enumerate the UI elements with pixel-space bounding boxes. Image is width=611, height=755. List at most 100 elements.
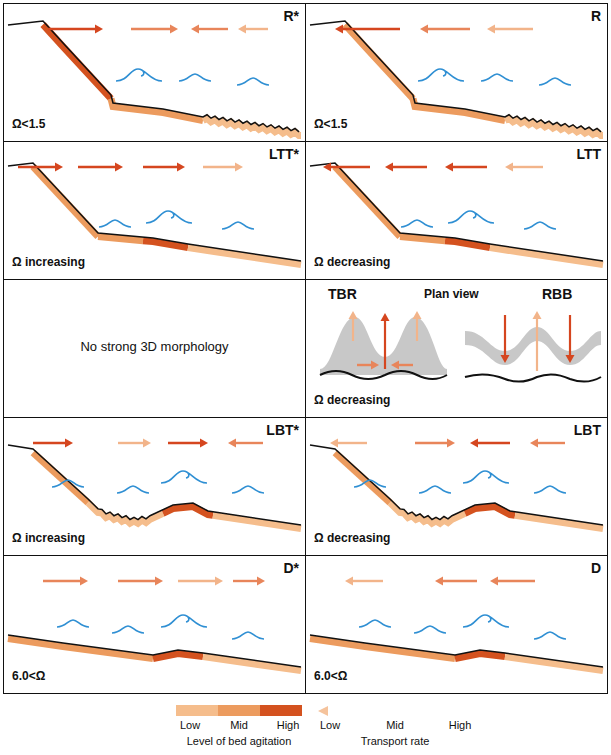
wave-symbol <box>57 620 89 627</box>
flow-arrow-shaft <box>384 319 386 369</box>
panel-drawing <box>8 21 301 135</box>
flow-arrow-head <box>533 311 542 319</box>
state-label: LBT <box>574 422 601 438</box>
transport-arrow-head <box>470 439 478 448</box>
panel-text: 6.0<Ω <box>314 670 347 684</box>
bar-shape <box>465 327 601 365</box>
flow-arrow-shaft <box>569 315 571 357</box>
panel: LBT* Ω increasing <box>3 417 306 556</box>
transport-arrow-head <box>115 163 123 172</box>
transport-arrow-head <box>235 163 243 172</box>
panel: D*6.0<Ω <box>3 555 306 694</box>
beach-profile <box>310 21 601 132</box>
panel-drawing <box>310 439 603 529</box>
panel-text: Ω increasing <box>12 532 85 546</box>
transport-arrow-head <box>155 577 163 586</box>
state-label: D* <box>283 560 299 576</box>
bed-agitation-band <box>43 25 111 99</box>
bed-agitation-band <box>310 639 455 659</box>
legend-arrow-head <box>318 706 328 716</box>
state-label: LBT* <box>266 422 299 438</box>
panel: LTT*Ω increasing <box>3 141 306 280</box>
transport-arrow-shaft <box>329 166 370 168</box>
transport-arrow-shaft <box>426 28 470 30</box>
panel: LBTΩ decreasing <box>305 417 608 556</box>
legend-text: Low <box>320 719 340 732</box>
transport-arrow-shaft <box>341 28 400 30</box>
transport-arrow-shaft <box>43 580 82 582</box>
transport-arrow-head <box>200 439 208 448</box>
wave-symbol <box>401 220 433 227</box>
wave-symbol <box>112 626 144 633</box>
wave-symbol <box>534 486 566 493</box>
transport-arrow-shaft <box>178 580 217 582</box>
transport-arrow-head <box>323 163 331 172</box>
panel-drawing <box>310 21 603 135</box>
wave-symbol <box>161 615 207 627</box>
bed-agitation-band <box>88 503 163 524</box>
wave-symbol <box>481 74 513 81</box>
wave-symbol <box>232 486 264 493</box>
transport-arrow-head <box>420 25 428 34</box>
bed-agitation-band <box>213 515 301 528</box>
bar-shape <box>320 317 447 375</box>
bed-agitation-band <box>335 167 400 237</box>
wave-symbol <box>232 632 264 639</box>
wave-symbol <box>448 211 494 223</box>
transport-arrow-shaft <box>197 28 228 30</box>
transport-arrow-head <box>65 439 73 448</box>
transport-arrow-shaft <box>33 442 67 444</box>
flow-arrow-shaft <box>352 317 354 341</box>
bed-agitation-band <box>445 241 490 248</box>
bed-agitation-band <box>515 515 603 528</box>
state-label: R* <box>283 8 299 24</box>
flow-arrow-head <box>413 311 422 319</box>
legend-title: Level of bed agitation <box>187 735 292 748</box>
legend-swatch <box>218 705 260 716</box>
transport-arrow-head <box>95 25 103 34</box>
panel-drawing <box>310 163 603 265</box>
transport-arrow-shaft <box>131 28 172 30</box>
wave-symbol <box>52 480 84 487</box>
state-label: RBB <box>542 286 572 302</box>
wave-symbol <box>463 615 509 627</box>
transport-arrow-head <box>238 25 246 34</box>
bed-agitation-band <box>163 507 213 516</box>
wave-symbol <box>237 78 269 85</box>
transport-arrow-head <box>345 577 353 586</box>
transport-arrow-shaft <box>336 442 367 444</box>
legend-text: High <box>277 719 300 732</box>
wave-symbol <box>179 74 211 81</box>
shoreline <box>465 374 601 381</box>
bed-agitation-band <box>413 99 505 121</box>
bed-agitation-band <box>143 241 188 248</box>
transport-arrow-shaft <box>233 580 259 582</box>
transport-arrow-head <box>228 439 236 448</box>
transport-arrow-shaft <box>451 166 487 168</box>
transport-arrow-shaft <box>203 166 237 168</box>
panel: LTTΩ decreasing <box>305 141 608 280</box>
wave-symbol <box>354 480 386 487</box>
wave-symbol <box>222 222 254 229</box>
transport-arrow-head <box>257 577 265 586</box>
transport-arrow-shaft <box>496 580 535 582</box>
panel-text: Plan view <box>424 288 479 302</box>
wave-symbol <box>463 471 509 483</box>
panel: D6.0<Ω <box>305 555 608 694</box>
flow-arrow-shaft <box>416 317 418 341</box>
legend-text: Mid <box>230 719 248 732</box>
transport-arrow-head <box>177 163 185 172</box>
legend-title: Transport rate <box>361 735 430 748</box>
wave-symbol <box>161 471 207 483</box>
bed-agitation-band <box>8 639 153 659</box>
transport-arrow-shaft <box>397 364 413 366</box>
wave-symbol <box>116 69 162 81</box>
state-label: LTT <box>576 146 601 162</box>
transport-arrow-shaft <box>493 28 533 30</box>
bed-agitation-band <box>335 453 390 503</box>
beach-profile <box>8 163 301 261</box>
wave-symbol <box>419 486 451 493</box>
wave-symbol <box>539 78 571 85</box>
flow-arrow-shaft <box>504 315 506 357</box>
wave-symbol <box>524 222 556 229</box>
